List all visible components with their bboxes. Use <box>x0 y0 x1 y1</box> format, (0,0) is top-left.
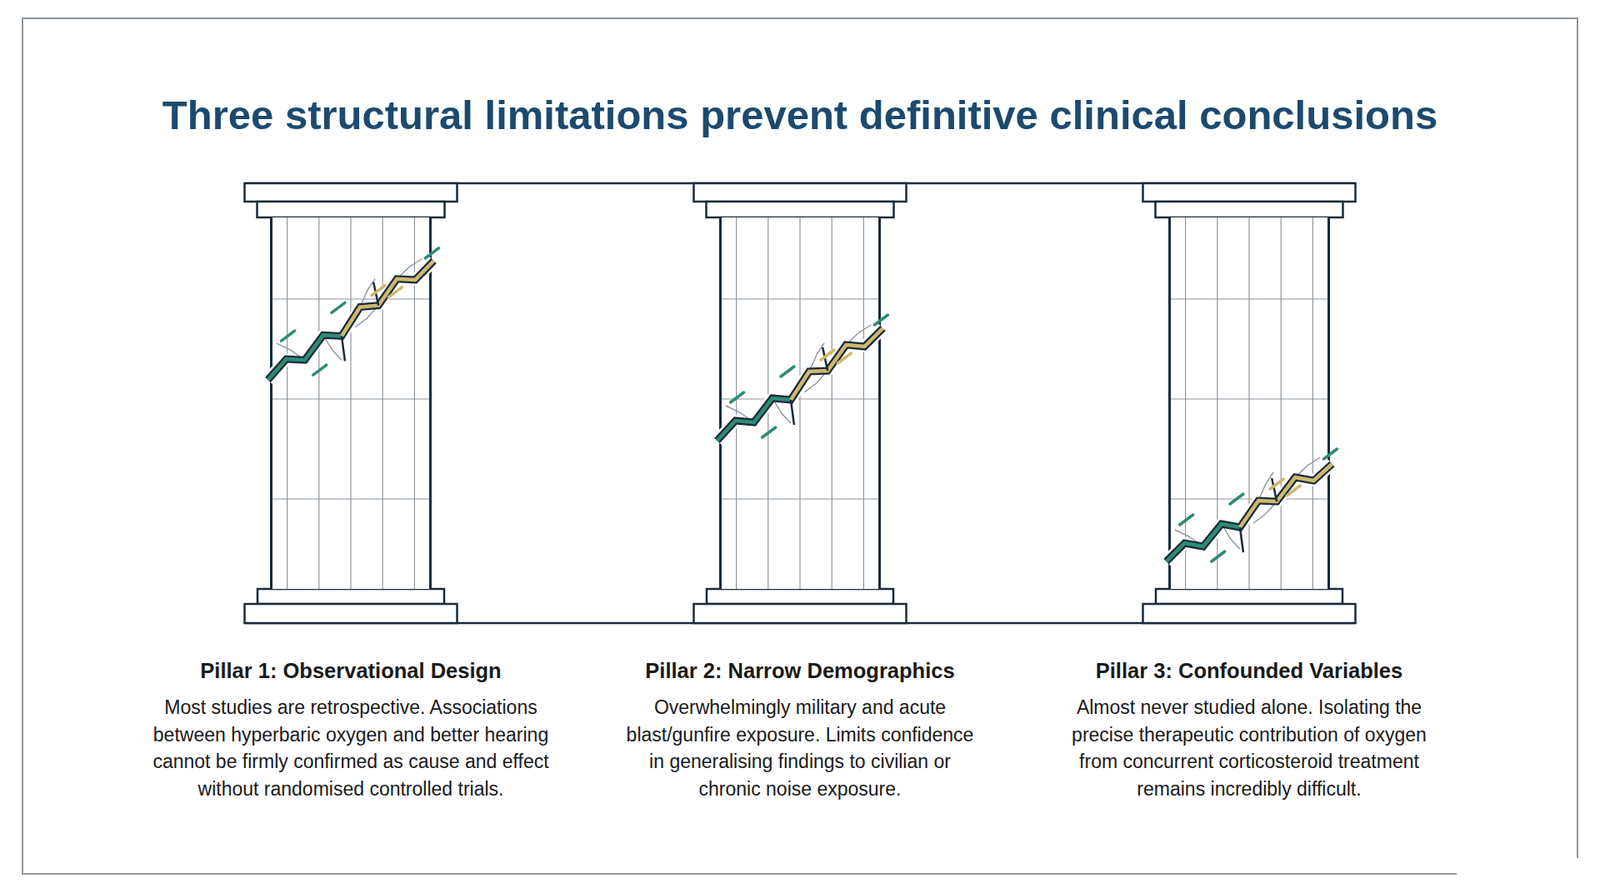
crack-fissure <box>341 335 345 361</box>
shaft-fluting <box>831 217 833 590</box>
crack-shard <box>1180 515 1194 525</box>
shaft-fluting <box>382 217 384 590</box>
pillar-outline <box>130 183 572 850</box>
pillar-illustration <box>694 183 907 624</box>
crack-gap <box>1166 464 1333 562</box>
crack-shard <box>1211 551 1225 562</box>
pillar-heading: Pillar 3: Confounded Variables <box>1028 658 1470 684</box>
base-slab <box>694 604 907 624</box>
shaft-course <box>1170 298 1330 300</box>
crack-shard <box>762 427 776 438</box>
pillar-texts: Pillar 3: Confounded VariablesAlmost nev… <box>1028 658 1470 803</box>
pillar-heading: Pillar 2: Narrow Demographics <box>579 658 1021 684</box>
pillar-illustration <box>245 183 458 624</box>
shaft-course <box>720 398 880 400</box>
shaft-fluting <box>799 217 800 590</box>
shaft-fluting <box>286 217 288 590</box>
crack-fissure <box>1271 478 1277 502</box>
shaft-edge <box>1327 217 1330 590</box>
pillar-description: Overwhelmingly military and acute blast/… <box>616 694 984 803</box>
crack-shard <box>1270 479 1284 490</box>
shaft-fluting <box>318 217 320 590</box>
base-slab <box>245 604 458 624</box>
crack-gap <box>268 260 435 380</box>
base-ring <box>1155 589 1343 605</box>
capital-slab <box>245 183 458 202</box>
crack-shard <box>1230 494 1244 505</box>
pillar-texts: Pillar 1: Observational DesignMost studi… <box>130 658 572 803</box>
shaft-fluting <box>1280 217 1282 590</box>
crack-shard <box>820 350 835 360</box>
crack-shard <box>425 248 439 259</box>
shaft-fluting <box>1312 217 1314 590</box>
crack-outline <box>268 260 435 380</box>
pillar-node: Pillar 3: Confounded VariablesAlmost nev… <box>1028 183 1470 850</box>
shaft-course <box>271 498 431 500</box>
pillar-description: Almost never studied alone. Isolating th… <box>1054 694 1445 803</box>
shaft-edge <box>270 217 273 590</box>
crack-shard <box>313 365 327 375</box>
shaft-course <box>271 298 431 300</box>
crack-shard <box>730 392 745 403</box>
pillar-node: Pillar 2: Narrow DemographicsOverwhelmin… <box>579 183 1021 850</box>
crack-fill <box>268 335 342 380</box>
crack-fissure <box>1240 527 1244 553</box>
pillar-heading: Pillar 1: Observational Design <box>130 658 572 684</box>
pillar-outline <box>579 183 1021 850</box>
shaft-edge <box>878 217 881 590</box>
crack-fill <box>790 328 884 400</box>
slide-border <box>22 18 1578 875</box>
capital-slab <box>1143 183 1356 202</box>
pillar-node: Pillar 1: Observational DesignMost studi… <box>130 183 572 850</box>
crack-shard <box>837 353 851 364</box>
crack-fill <box>341 260 435 336</box>
shaft-fluting <box>1248 217 1250 590</box>
base-ring <box>257 589 445 605</box>
shaft-edge <box>1168 217 1171 590</box>
shaft-fluting <box>863 217 865 590</box>
crack-shard <box>371 285 385 296</box>
crack-gap <box>717 328 884 441</box>
crack-fissure <box>790 400 795 425</box>
crack-shard <box>1323 449 1337 460</box>
corner-patch <box>1456 858 1600 893</box>
shaft-course <box>720 298 880 300</box>
pillar-shaft <box>1170 217 1330 590</box>
crack-shard <box>780 366 795 377</box>
crack-outline <box>717 328 884 441</box>
shaft-course <box>720 498 880 500</box>
shaft-fluting <box>350 217 351 590</box>
base-ring <box>706 589 894 605</box>
shaft-fluting <box>1185 217 1186 590</box>
crack-outline <box>1166 464 1333 562</box>
crack-shard <box>1286 485 1300 496</box>
pillar-shaft <box>271 217 431 590</box>
crack-fill <box>717 398 791 441</box>
crack-shard <box>281 330 295 341</box>
pillar-outline <box>1028 183 1470 850</box>
crack-shard <box>331 302 345 313</box>
shaft-course <box>271 398 431 400</box>
crack-fill <box>1240 464 1333 528</box>
capital-ring <box>257 201 445 218</box>
pillar-illustration <box>1143 183 1356 624</box>
pillar-texts: Pillar 2: Narrow DemographicsOverwhelmin… <box>579 658 1021 803</box>
pillar-shaft <box>720 217 880 590</box>
crack-shard <box>874 315 888 325</box>
crack-shard <box>388 287 402 298</box>
pillar-description: Most studies are retrospective. Associat… <box>142 694 560 803</box>
capital-slab <box>694 183 907 202</box>
base-slab <box>1143 604 1356 624</box>
slide-title: Three structural limitations prevent def… <box>0 90 1600 140</box>
shaft-edge <box>719 217 722 590</box>
shaft-course <box>1170 498 1330 500</box>
shaft-fluting <box>735 217 737 590</box>
shaft-course <box>1170 398 1330 400</box>
crack-fill <box>1166 524 1240 562</box>
capital-ring <box>706 201 895 218</box>
capital-ring <box>1155 201 1344 218</box>
